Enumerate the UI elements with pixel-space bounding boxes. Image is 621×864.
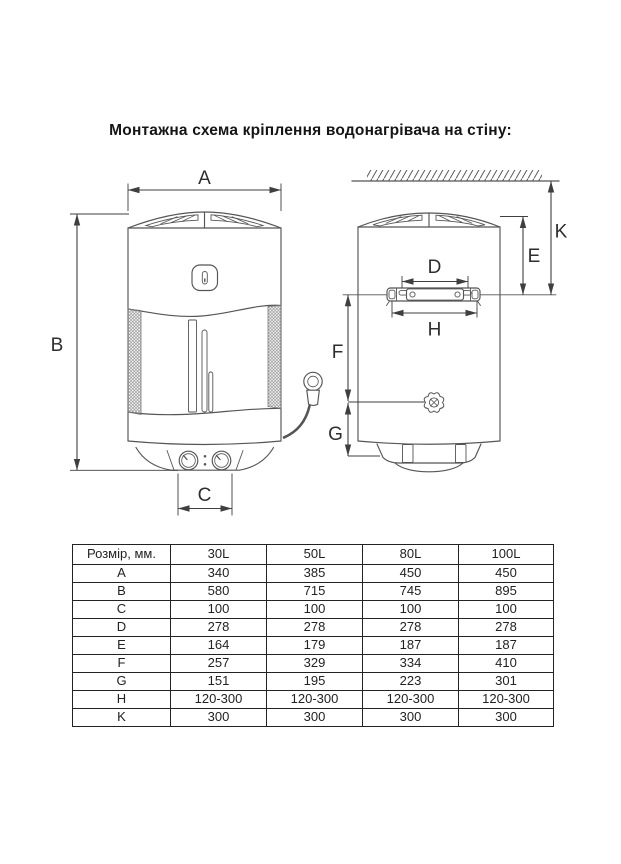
dimension-lines [70,181,555,516]
dim-value: 257 [170,654,267,673]
dim-label-g: G [328,424,343,445]
dim-label-f: F [332,342,344,363]
table-row: F 257 329 334 410 [72,654,554,673]
row-label: B [72,582,171,601]
col-header-50l: 50L [266,544,363,565]
dim-value: 120-300 [458,690,554,709]
table-row: D 278 278 278 278 [72,618,554,637]
dim-value: 278 [266,618,363,637]
col-header-size: Розмір, мм. [72,544,171,565]
dim-label-h: H [428,320,442,341]
table-header-row: Розмір, мм. 30L 50L 80L 100L [72,544,554,565]
top-vent [357,212,501,228]
dim-value: 120-300 [362,690,459,709]
right-texture-strip [267,305,282,409]
dim-value: 301 [458,672,554,691]
dim-value: 300 [170,708,267,727]
table-row: H 120-300 120-300 120-300 120-300 [72,690,554,709]
dim-value: 715 [266,582,363,601]
row-label: H [72,690,171,709]
dim-value: 300 [458,708,554,727]
dim-value: 278 [458,618,554,637]
rear-view-heater [342,170,560,473]
dim-value: 340 [170,564,267,583]
dim-value: 450 [362,564,459,583]
dim-label-d: D [428,257,442,278]
front-view-heater [127,211,323,471]
row-label: D [72,618,171,637]
table-row: C 100 100 100 100 [72,600,554,619]
row-label: E [72,636,171,655]
col-header-80l: 80L [362,544,459,565]
dim-value: 334 [362,654,459,673]
dim-value: 300 [362,708,459,727]
dim-value: 745 [362,582,459,601]
dim-value: 895 [458,582,554,601]
mounting-diagram: A B C D H E K F G [51,168,568,516]
dim-label-k: K [555,222,568,243]
dim-value: 580 [170,582,267,601]
dim-value: 187 [458,636,554,655]
display-panel [191,264,219,292]
dim-value: 329 [266,654,363,673]
dim-value: 300 [266,708,363,727]
ceiling-hatch [351,170,560,182]
dim-value: 100 [362,600,459,619]
dimensions-table: Розмір, мм. 30L 50L 80L 100L A 340 385 4… [72,544,554,727]
dim-value: 450 [458,564,554,583]
dim-value: 164 [170,636,267,655]
dim-value: 151 [170,672,267,691]
top-vent [127,211,282,229]
dim-value: 410 [458,654,554,673]
dim-value: 278 [362,618,459,637]
mounting-bracket [342,287,557,306]
dim-value: 100 [458,600,554,619]
dim-label-b: B [51,335,64,356]
control-knobs [178,450,232,471]
row-label: K [72,708,171,727]
dim-value: 187 [362,636,459,655]
dim-value: 278 [170,618,267,637]
dim-value: 120-300 [170,690,267,709]
power-plug [282,371,323,439]
valve-fitting [423,392,445,413]
dim-value: 195 [266,672,363,691]
dim-value: 385 [266,564,363,583]
dim-label-e: E [528,246,541,267]
dim-value: 100 [266,600,363,619]
row-label: A [72,564,171,583]
reflection-lines [188,319,214,413]
table-row: B 580 715 745 895 [72,582,554,601]
col-header-30l: 30L [170,544,267,565]
dim-value: 179 [266,636,363,655]
left-texture-strip [127,308,142,415]
table-row: E 164 179 187 187 [72,636,554,655]
table-row: A 340 385 450 450 [72,564,554,583]
dim-label-a: A [198,168,211,189]
table-row: K 300 300 300 300 [72,708,554,727]
dim-value: 223 [362,672,459,691]
dim-value: 120-300 [266,690,363,709]
row-label: C [72,600,171,619]
table-row: G 151 195 223 301 [72,672,554,691]
dim-value: 100 [170,600,267,619]
col-header-100l: 100L [458,544,554,565]
row-label: F [72,654,171,673]
dim-label-c: C [198,485,212,506]
page-title: Монтажна схема кріплення водонагрівача н… [109,122,512,139]
row-label: G [72,672,171,691]
